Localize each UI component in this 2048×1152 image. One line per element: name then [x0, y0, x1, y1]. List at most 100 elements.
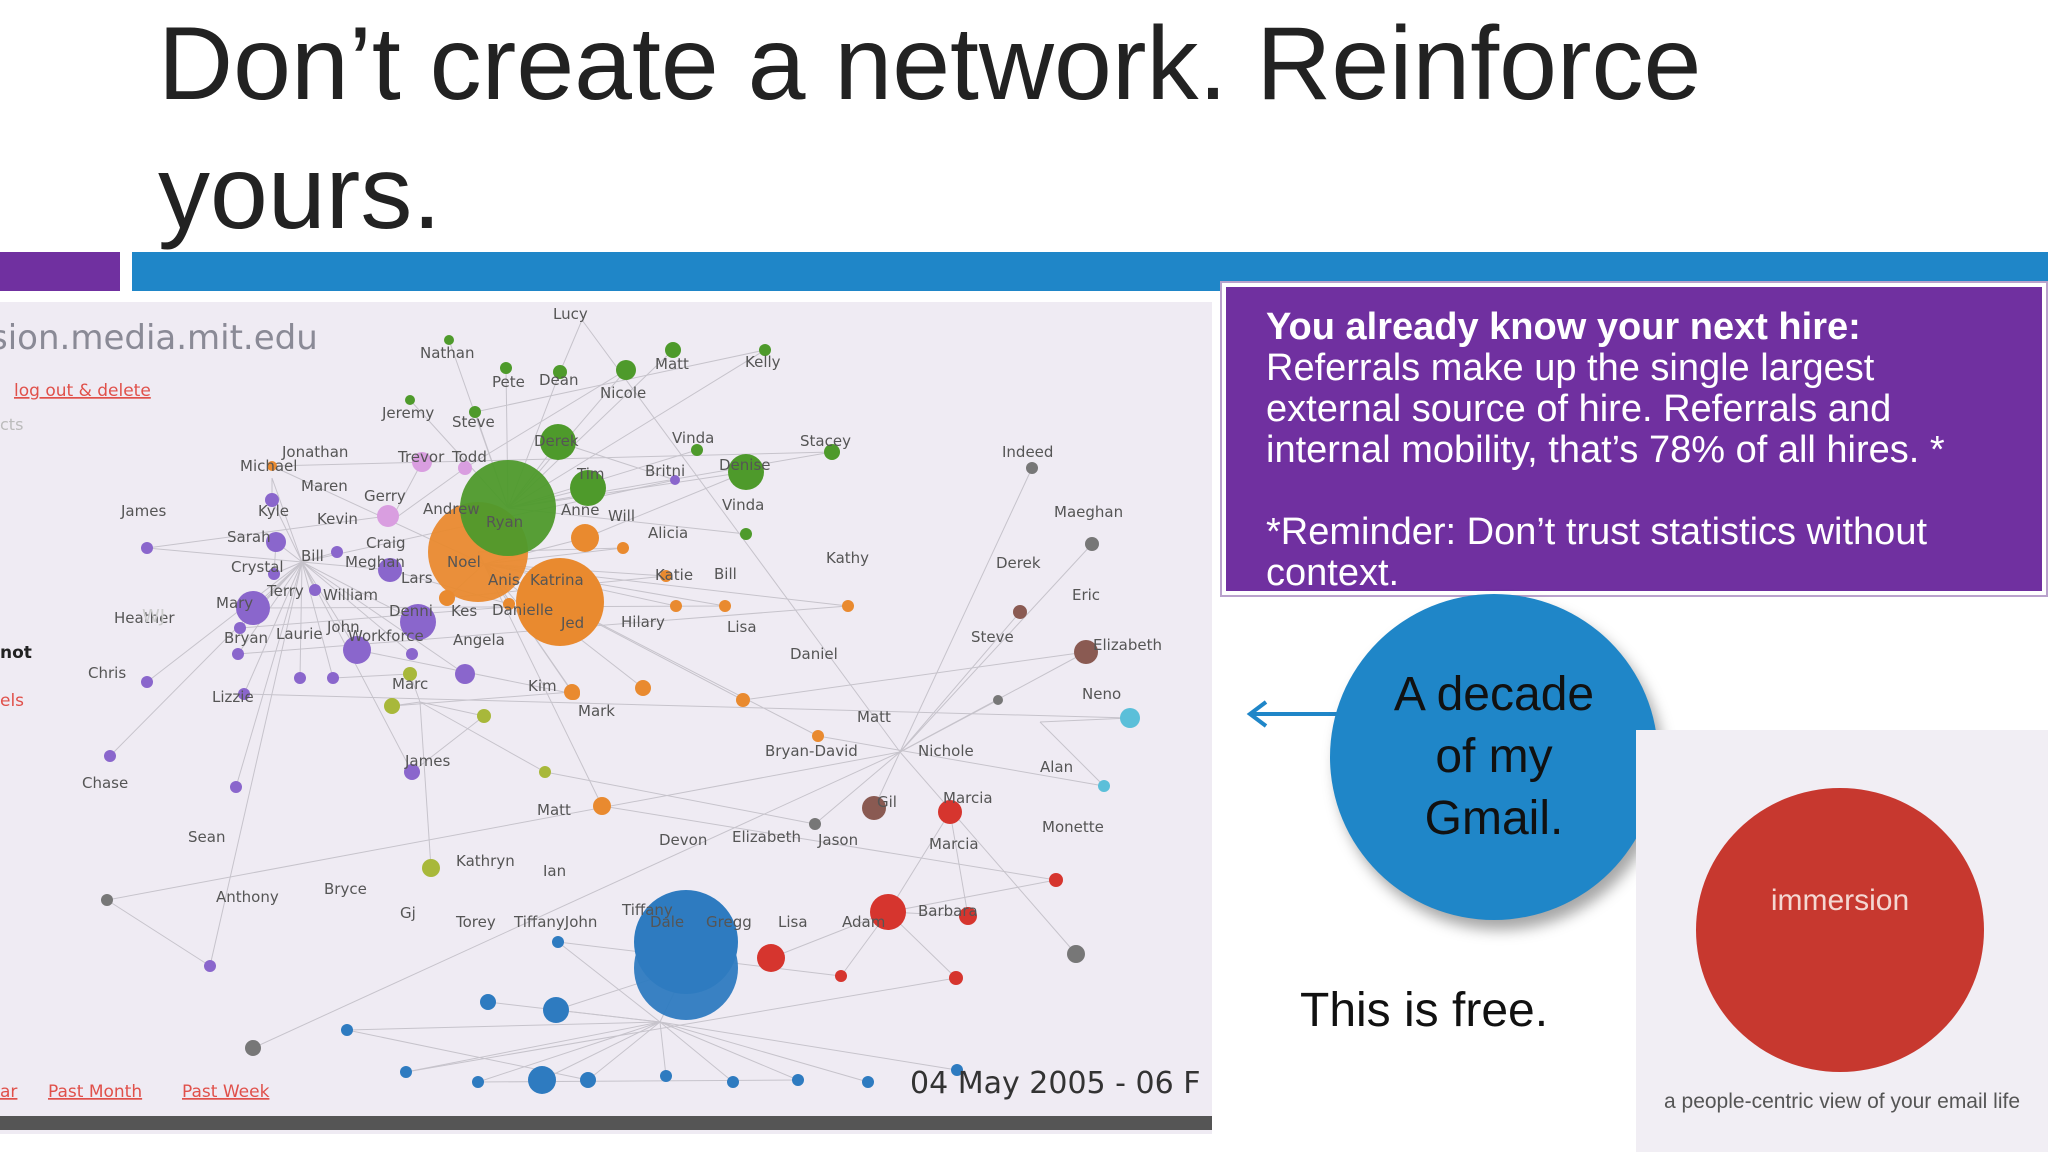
graph-node[interactable] [400, 1066, 412, 1078]
graph-node[interactable] [232, 648, 244, 660]
graph-node[interactable] [951, 1064, 963, 1076]
graph-node[interactable] [405, 395, 415, 405]
graph-node[interactable] [309, 584, 321, 596]
graph-node[interactable] [477, 709, 491, 723]
graph-node[interactable] [552, 936, 564, 948]
graph-node[interactable] [331, 546, 343, 558]
link-past-week[interactable]: Past Week [182, 1082, 270, 1102]
graph-node[interactable] [384, 698, 400, 714]
graph-node[interactable] [792, 1074, 804, 1086]
graph-node[interactable] [294, 672, 306, 684]
graph-node[interactable] [341, 1024, 353, 1036]
graph-node[interactable] [635, 680, 651, 696]
graph-node[interactable] [1013, 605, 1027, 619]
graph-node[interactable] [104, 750, 116, 762]
graph-node[interactable] [539, 766, 551, 778]
graph-node[interactable] [458, 461, 472, 475]
graph-node[interactable] [404, 764, 420, 780]
graph-node[interactable] [540, 424, 576, 460]
graph-node[interactable] [378, 558, 402, 582]
graph-node[interactable] [553, 365, 567, 379]
graph-node[interactable] [238, 688, 250, 700]
graph-node[interactable] [959, 907, 977, 925]
graph-node[interactable] [670, 475, 680, 485]
graph-node[interactable] [403, 667, 417, 681]
graph-node[interactable] [503, 598, 515, 610]
graph-node[interactable] [472, 1076, 484, 1088]
graph-node[interactable] [1067, 945, 1085, 963]
graph-node[interactable] [412, 452, 432, 472]
graph-node[interactable] [812, 730, 824, 742]
graph-node[interactable] [617, 542, 629, 554]
graph-node[interactable] [727, 1076, 739, 1088]
graph-node[interactable] [938, 800, 962, 824]
graph-node[interactable] [528, 1066, 556, 1094]
link-past-month[interactable]: Past Month [48, 1082, 142, 1102]
logout-link[interactable]: log out & delete [14, 381, 151, 401]
graph-node[interactable] [236, 591, 270, 625]
graph-node[interactable] [665, 342, 681, 358]
graph-node[interactable] [204, 960, 216, 972]
graph-node[interactable] [543, 997, 569, 1023]
graph-node[interactable] [571, 524, 599, 552]
graph-cluster-node[interactable] [634, 890, 738, 994]
graph-node[interactable] [480, 994, 496, 1010]
graph-node[interactable] [343, 636, 371, 664]
graph-node[interactable] [101, 894, 113, 906]
graph-node[interactable] [1098, 780, 1110, 792]
graph-node[interactable] [862, 796, 886, 820]
graph-node-label: Marcia [943, 789, 993, 807]
graph-node[interactable] [835, 970, 847, 982]
graph-node[interactable] [736, 693, 750, 707]
timeline-bar [0, 1116, 1212, 1130]
graph-node[interactable] [616, 360, 636, 380]
graph-node[interactable] [234, 622, 246, 634]
graph-node[interactable] [740, 528, 752, 540]
graph-node[interactable] [757, 944, 785, 972]
graph-node[interactable] [266, 532, 286, 552]
graph-node[interactable] [759, 344, 771, 356]
graph-node[interactable] [444, 335, 454, 345]
graph-node[interactable] [660, 570, 672, 582]
graph-node[interactable] [439, 590, 455, 606]
graph-node[interactable] [1049, 873, 1063, 887]
graph-node[interactable] [691, 444, 703, 456]
graph-node[interactable] [809, 818, 821, 830]
graph-node[interactable] [993, 695, 1003, 705]
graph-node[interactable] [141, 676, 153, 688]
graph-node[interactable] [455, 664, 475, 684]
graph-node[interactable] [377, 505, 399, 527]
graph-node[interactable] [230, 781, 242, 793]
graph-node[interactable] [422, 859, 440, 877]
graph-node[interactable] [824, 444, 840, 460]
graph-node[interactable] [570, 470, 606, 506]
graph-node[interactable] [719, 600, 731, 612]
graph-node[interactable] [268, 568, 280, 580]
graph-node[interactable] [842, 600, 854, 612]
graph-node[interactable] [400, 604, 436, 640]
graph-node[interactable] [141, 542, 153, 554]
graph-node[interactable] [1074, 640, 1098, 664]
graph-node[interactable] [949, 971, 963, 985]
graph-node[interactable] [460, 460, 556, 556]
graph-node[interactable] [267, 461, 277, 471]
graph-node[interactable] [245, 1040, 261, 1056]
graph-node[interactable] [1085, 537, 1099, 551]
graph-node[interactable] [1026, 462, 1038, 474]
graph-node[interactable] [327, 672, 339, 684]
graph-node[interactable] [265, 493, 279, 507]
graph-node[interactable] [406, 648, 418, 660]
graph-node[interactable] [728, 454, 764, 490]
graph-node[interactable] [660, 1070, 672, 1082]
link-year[interactable]: ar [0, 1082, 17, 1102]
graph-cluster-node[interactable] [516, 558, 604, 646]
graph-node[interactable] [1120, 708, 1140, 728]
graph-node[interactable] [500, 362, 512, 374]
graph-node[interactable] [580, 1072, 596, 1088]
graph-node[interactable] [568, 688, 580, 700]
graph-node[interactable] [870, 894, 906, 930]
graph-node[interactable] [862, 1076, 874, 1088]
graph-node[interactable] [593, 797, 611, 815]
graph-node[interactable] [670, 600, 682, 612]
graph-node[interactable] [469, 406, 481, 418]
